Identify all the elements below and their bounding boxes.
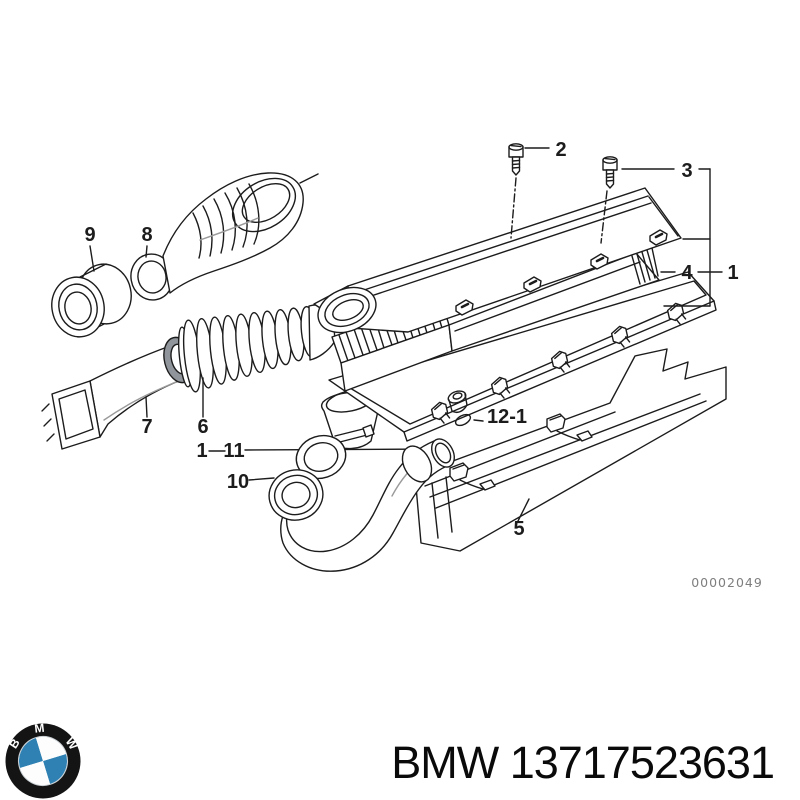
cover-intake-snout: [317, 286, 377, 334]
callout-1-right: 1: [727, 262, 738, 284]
clamp-ring-11: [295, 434, 347, 480]
part-number-text: BMW 13717523631: [391, 737, 775, 788]
callout-6: 6: [197, 416, 208, 438]
drawing-number: 00002049: [691, 575, 763, 590]
corrugated-hose-6: [177, 304, 336, 393]
callout-1-left: 1: [196, 440, 207, 462]
intake-boot-tube: [280, 438, 455, 572]
callout-5: 5: [513, 518, 524, 540]
callout-7: 7: [141, 416, 152, 438]
callout-10: 10: [227, 471, 249, 493]
flat-duct-7: [41, 336, 195, 450]
logo-letter-m: M: [34, 721, 45, 736]
intake-elbow-8: [130, 172, 319, 301]
hose-ring-10: [268, 469, 324, 521]
bmw-roundel-icon: B M W: [5, 721, 81, 799]
callout-3: 3: [681, 160, 692, 182]
heat-shield: [414, 348, 727, 552]
exploded-parts-diagram: 2 3 4 1 9 8 7 6 1 11 10 12-1 5 00002049: [41, 139, 763, 590]
housing-lower-frame: [328, 271, 717, 442]
callout-4: 4: [681, 262, 693, 284]
callout-9: 9: [84, 224, 95, 246]
callout-2: 2: [555, 139, 566, 161]
housing-cover: [313, 187, 682, 334]
leader-lines: [89, 147, 723, 522]
callout-8: 8: [141, 224, 152, 246]
screw-3: [602, 156, 618, 189]
callout-labels: 2 3 4 1 9 8 7 6 1 11 10 12-1 5: [84, 139, 738, 540]
bmw-logo: B M W: [3, 719, 83, 800]
callout-11: 11: [223, 440, 244, 462]
gasket-nub: [447, 390, 468, 414]
screw-2: [508, 143, 524, 176]
screw-axis-lines: [510, 177, 608, 244]
connector-sleeve-9: [51, 263, 132, 338]
callout-12-1: 12-1: [487, 406, 527, 428]
